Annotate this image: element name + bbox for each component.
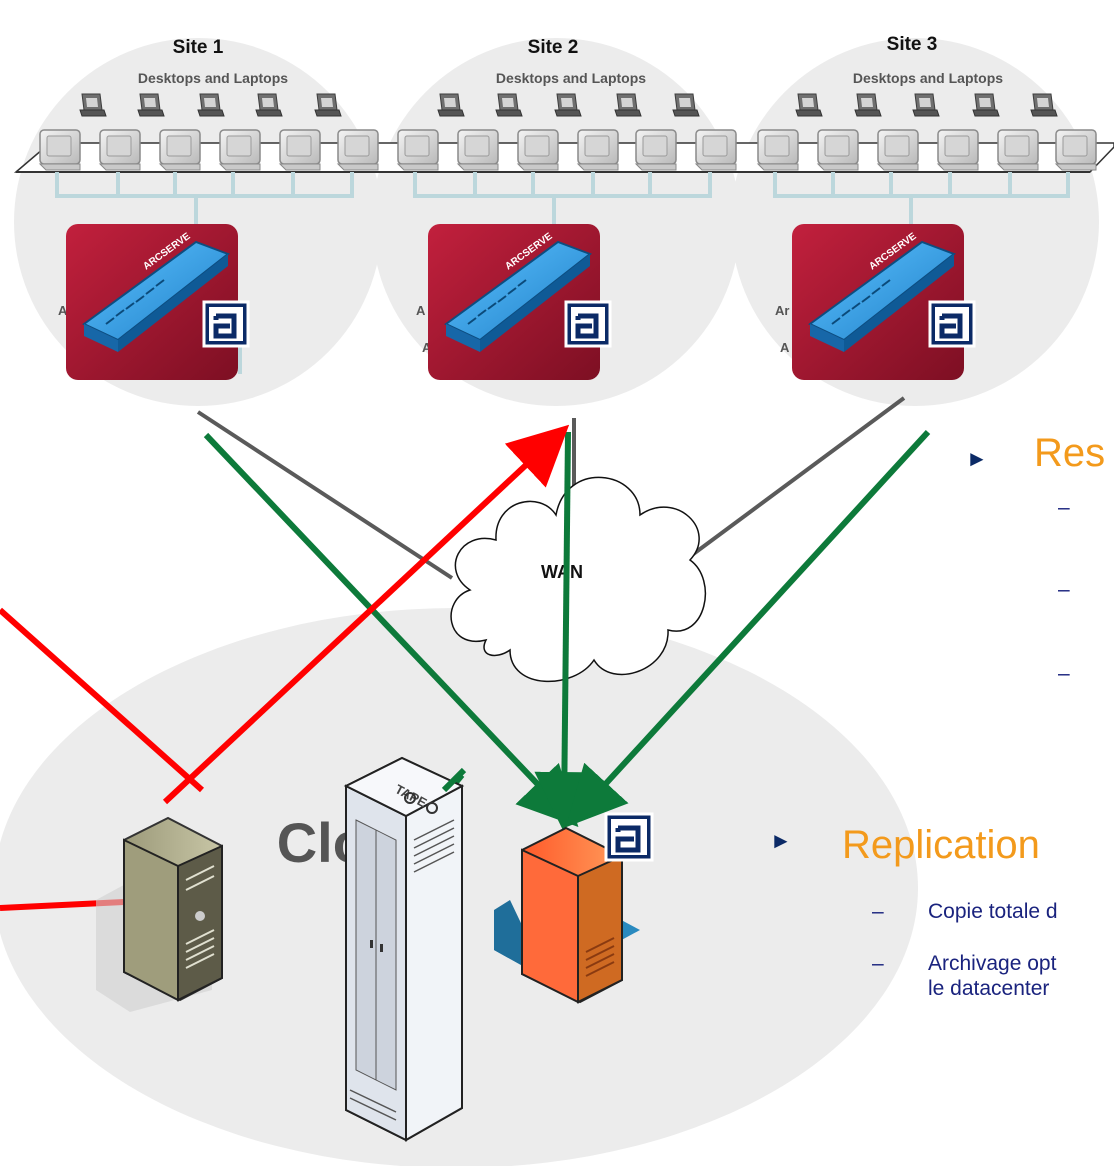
desktop-icon <box>635 129 677 171</box>
desktop-icon <box>817 129 859 171</box>
bullet-arrow-icon: ► <box>770 828 792 853</box>
bullet-heading-replication: Replication <box>842 823 1040 867</box>
desktop-icon <box>457 129 499 171</box>
desktop-icon <box>937 129 979 171</box>
bullet-item-full-copy: Copie totale d <box>928 900 1058 923</box>
site-2-backup-appliance-icon <box>428 224 610 380</box>
site-1-backup-appliance-icon <box>66 224 248 380</box>
bullet-dash-5: – <box>872 952 884 975</box>
site-1-subtitle: Desktops and Laptops <box>138 70 288 86</box>
tape-archive-link <box>441 767 467 793</box>
site-1-appliance-label: A <box>58 303 68 318</box>
bullet-heading-restore: Res <box>1034 431 1105 475</box>
bullet-item-archive-line-2: le datacenter <box>928 977 1049 1000</box>
site-2-subtitle: Desktops and Laptops <box>496 70 646 86</box>
desktop-icon <box>99 129 141 171</box>
bullet-dash-4: – <box>872 900 884 923</box>
bullet-item-archive-line-1: Archivage opt <box>928 952 1057 975</box>
desktop-icon <box>877 129 919 171</box>
desktop-icon <box>757 129 799 171</box>
site-2-appliance-label-2: A <box>422 340 432 355</box>
bullet-dash-2: – <box>1058 578 1070 601</box>
site-3-title: Site 3 <box>887 34 938 55</box>
desktop-icon <box>397 129 439 171</box>
bullet-dash-3: – <box>1058 662 1070 685</box>
site-3-subtitle: Desktops and Laptops <box>853 70 1003 86</box>
desktop-icon <box>337 129 379 171</box>
bullet-dash-1: – <box>1058 496 1070 519</box>
site-3-backup-appliance-icon <box>792 224 974 380</box>
desktop-icon <box>159 129 201 171</box>
site-2-title: Site 2 <box>528 37 579 58</box>
desktop-icon <box>997 129 1039 171</box>
desktop-icon <box>517 129 559 171</box>
site-2-appliance-label: A <box>416 303 426 318</box>
tape-library-icon: TAPE <box>343 756 465 1142</box>
wan-label: WAN <box>541 562 583 582</box>
desktop-icon <box>219 129 261 171</box>
bullet-arrow-icon: ► <box>966 446 988 471</box>
desktop-icon <box>39 129 81 171</box>
site-3-appliance-label: Ar <box>775 303 789 318</box>
desktop-icon <box>279 129 321 171</box>
site-1-title: Site 1 <box>173 37 224 58</box>
wan-cloud-icon: WAN <box>450 476 706 682</box>
desktop-icon <box>577 129 619 171</box>
cloud-server-icon <box>96 816 223 1012</box>
cloud-backup-server-icon <box>494 812 654 1004</box>
desktop-icon <box>1055 129 1097 171</box>
desktop-icon <box>695 129 737 171</box>
site-3-appliance-label-2: A <box>780 340 790 355</box>
